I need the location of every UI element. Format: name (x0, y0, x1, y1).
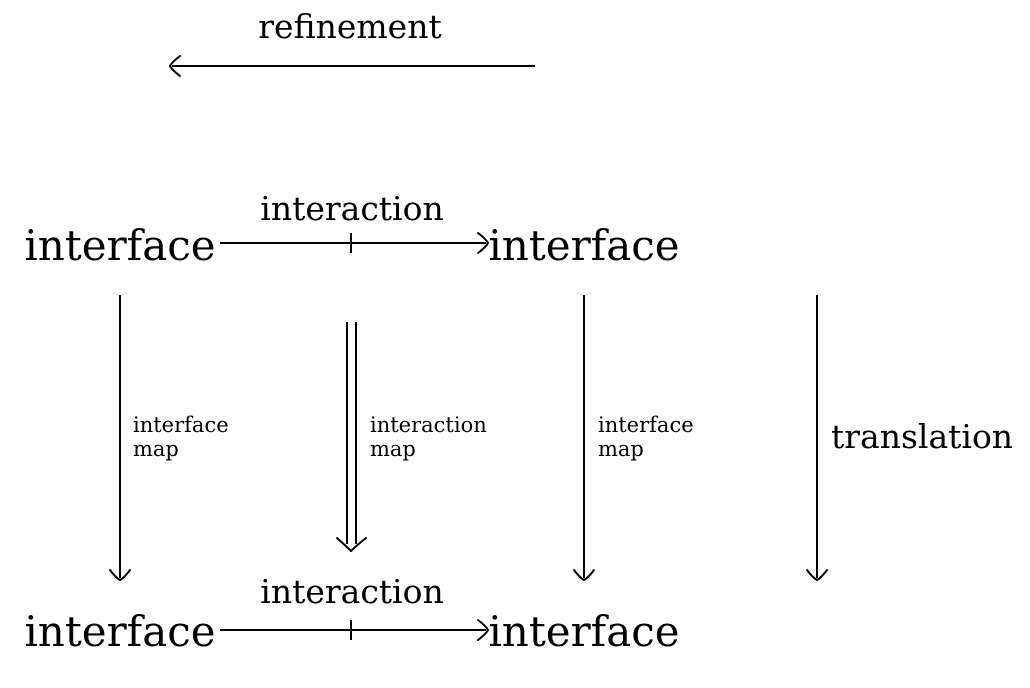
interface-map-label-left-line1: interface (133, 413, 229, 437)
interaction-map-double-arrow (336, 322, 367, 552)
interface-node-top-right: interface (488, 221, 679, 270)
interface-map-arrow-right (573, 295, 595, 581)
interface-node-top-left: interface (24, 221, 215, 270)
translation-arrow (806, 295, 828, 581)
interface-node-bottom-right: interface (488, 607, 679, 656)
refinement-arrow (169, 55, 535, 77)
interaction-map-label-line1: interaction (370, 413, 487, 437)
interaction-arrow-bottom (220, 619, 489, 641)
interaction-label-top: interaction (260, 189, 443, 228)
interaction-arrow-top (220, 232, 489, 254)
interface-map-label-right-line2: map (598, 437, 644, 461)
interaction-label-bottom: interaction (260, 572, 443, 611)
interface-map-arrow-left (109, 295, 131, 581)
interface-map-label-right-line1: interface (598, 413, 694, 437)
interaction-map-label-line2: map (370, 437, 416, 461)
interface-map-label-left-line2: map (133, 437, 179, 461)
refinement-label: refinement (258, 7, 441, 46)
translation-label: translation (831, 417, 1013, 456)
interface-node-bottom-left: interface (24, 607, 215, 656)
